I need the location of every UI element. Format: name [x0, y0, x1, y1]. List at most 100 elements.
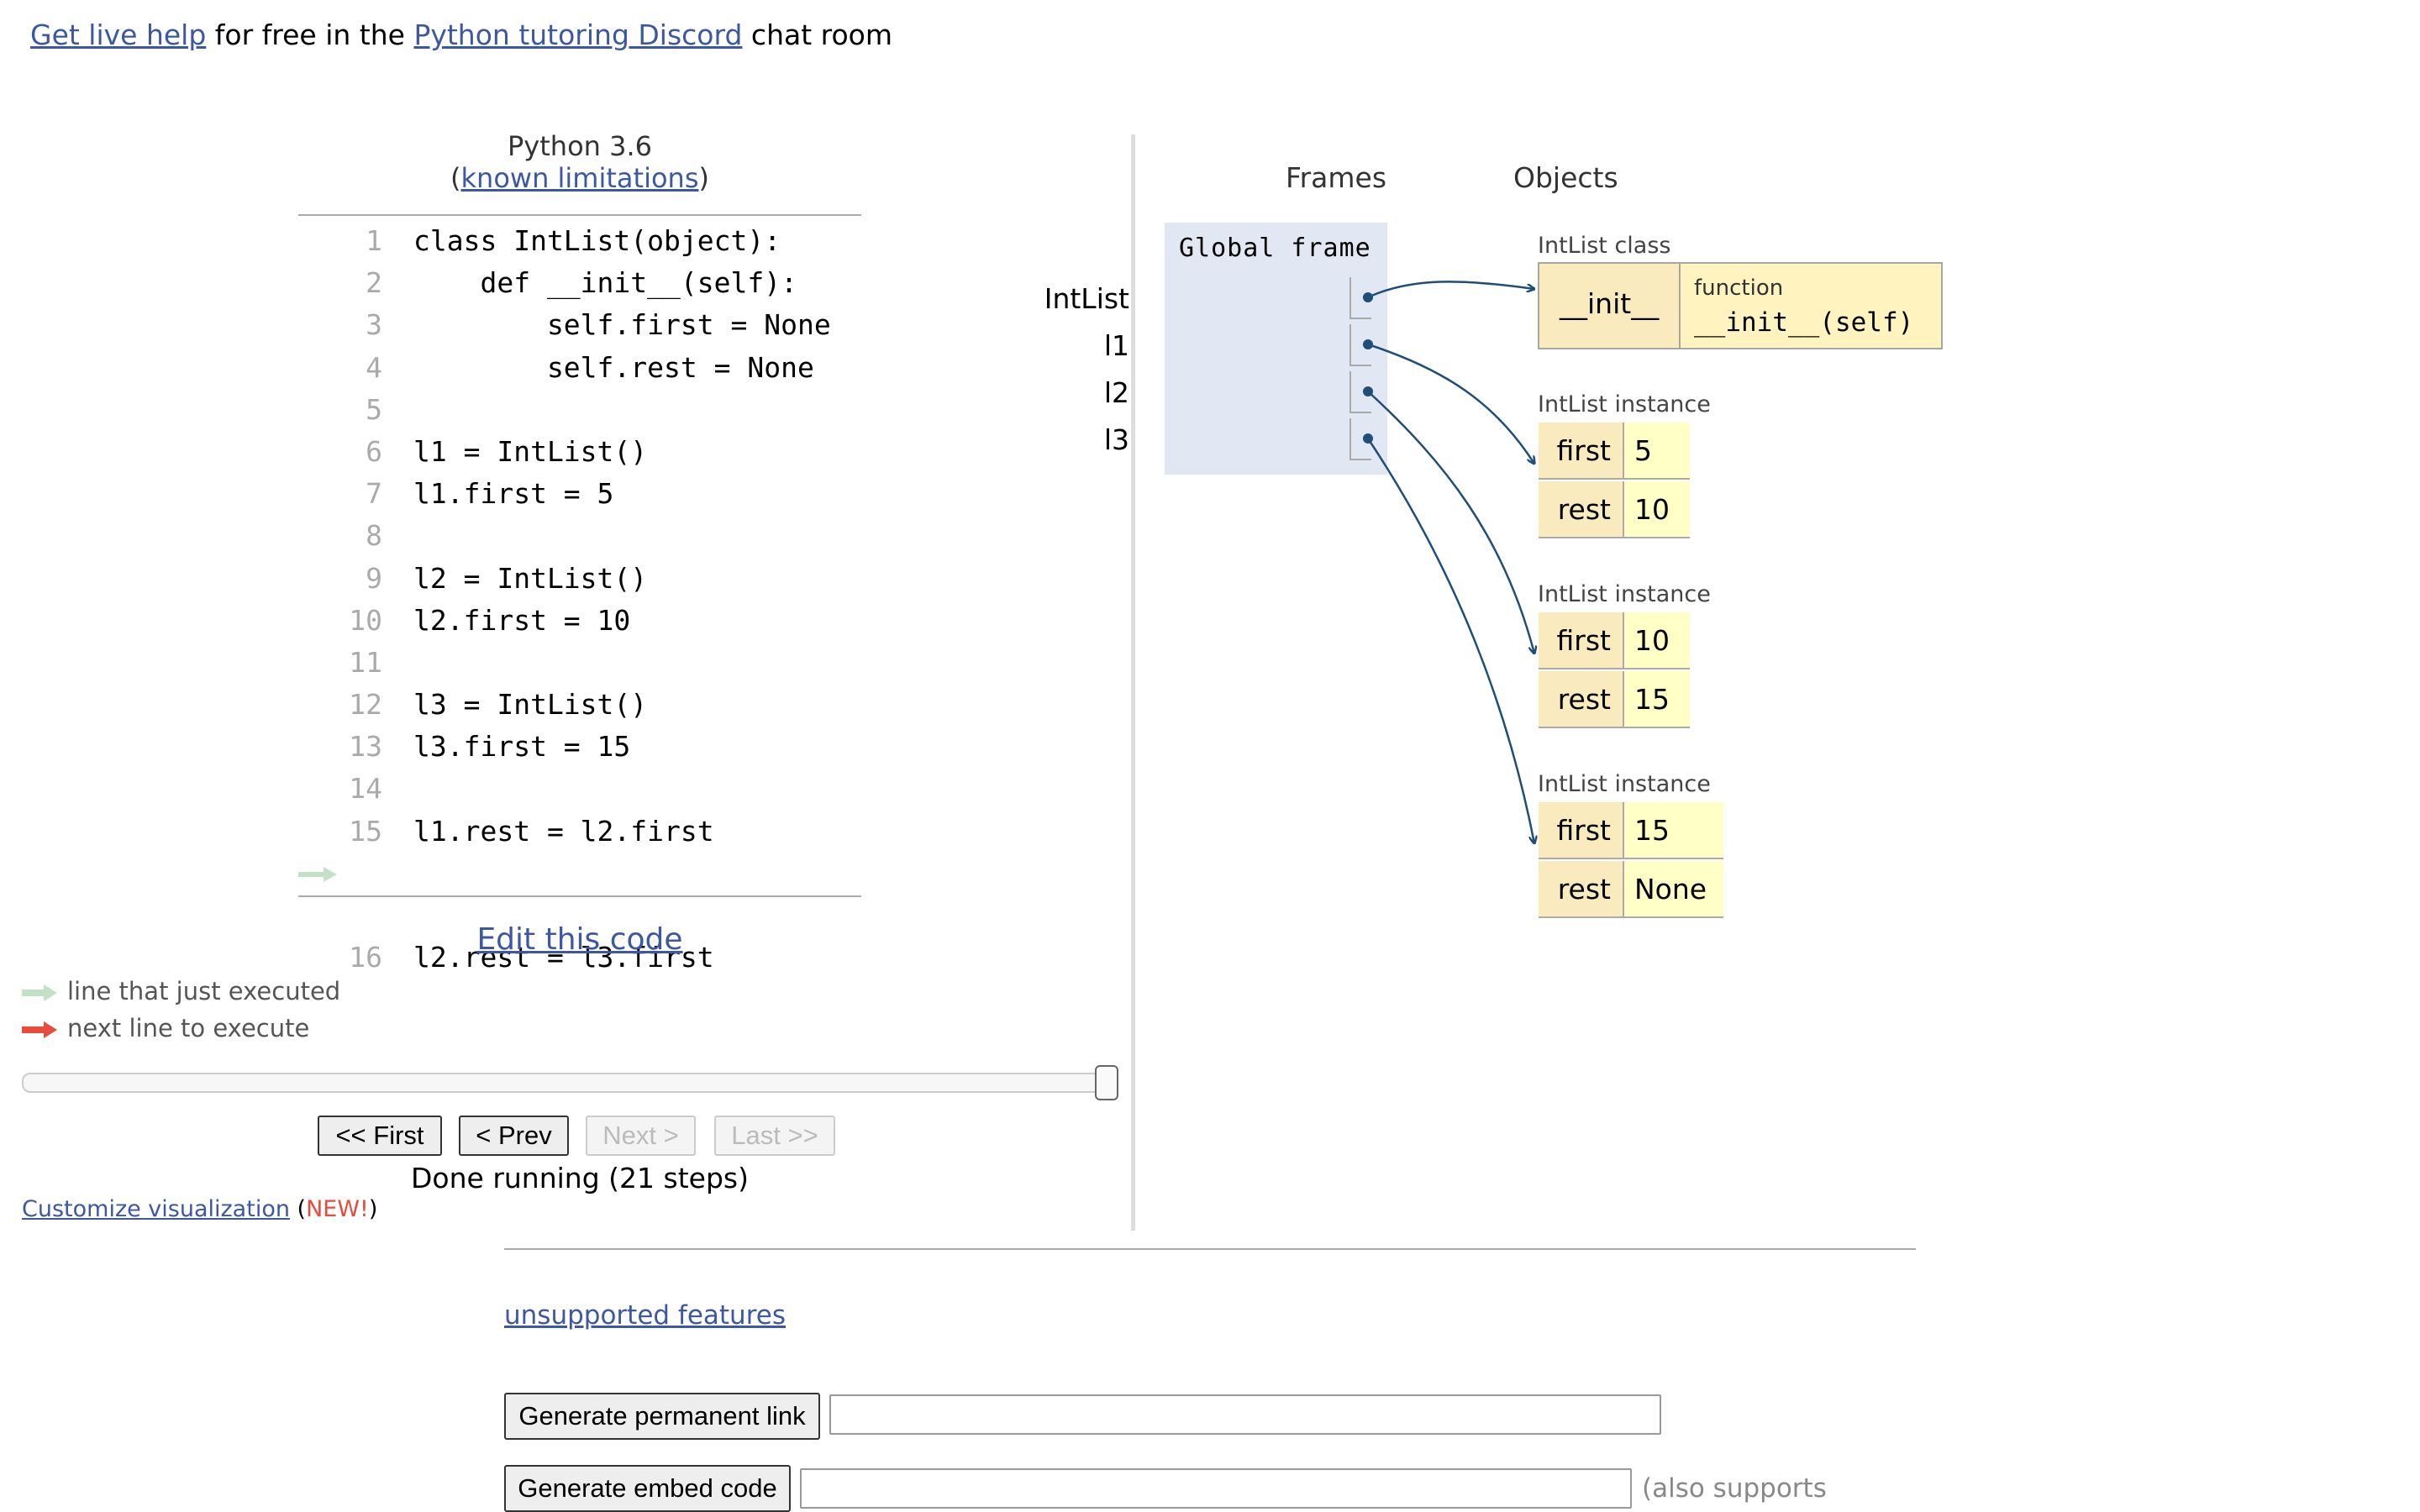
attr-value: 10 — [1623, 612, 1690, 669]
line-code: l2 = IntList() — [413, 561, 648, 595]
code-line-5: 5 — [298, 389, 861, 431]
code-top-rule — [298, 214, 861, 216]
help-text-1: for free in the — [206, 18, 414, 51]
edit-code-wrap: Edit this code — [298, 922, 861, 957]
line-number: 5 — [366, 392, 382, 426]
line-code: l1 = IntList() — [413, 434, 648, 468]
line-code: l3 = IntList() — [413, 688, 648, 722]
code-line-12: 12 l3 = IntList() — [298, 684, 861, 726]
attr-value: None — [1623, 861, 1723, 918]
attr-value: 15 — [1623, 671, 1690, 728]
run-status: Done running (21 steps) — [411, 1162, 749, 1194]
customize-visualization-link[interactable]: Customize visualization — [22, 1196, 290, 1222]
code-line-16: 16 l2.rest = l3.first — [298, 853, 861, 974]
instance-1-title: IntList instance — [1538, 391, 1711, 417]
embed-code-field[interactable] — [800, 1468, 1632, 1509]
line-number: 10 — [349, 603, 382, 637]
executed-line-arrow-icon — [298, 866, 337, 882]
legend-executed-label: line that just executed — [67, 977, 341, 1005]
prev-button[interactable]: < Prev — [459, 1116, 569, 1156]
legend-next: next line to execute — [22, 1014, 309, 1042]
step-slider-track[interactable] — [22, 1073, 1118, 1093]
code-line-1: 1 class IntList(object): — [298, 220, 861, 262]
class-object: __init__ function __init__(self) — [1538, 262, 1943, 349]
arrow-l2-to-instance-2 — [1367, 391, 1534, 654]
last-button[interactable]: Last >> — [714, 1116, 835, 1156]
code-line-2: 2 def __init__(self): — [298, 262, 861, 304]
line-code: self.first = None — [413, 308, 831, 342]
generate-permalink-button[interactable]: Generate permanent link — [504, 1393, 820, 1440]
line-code: class IntList(object): — [413, 224, 781, 257]
code-line-11: 11 — [298, 642, 861, 684]
attr-key-rest: rest — [1539, 481, 1623, 538]
customize-line: Customize visualization (NEW!) — [22, 1196, 378, 1222]
also-supports-text: (also supports — [1642, 1473, 1827, 1504]
line-code: def __init__(self): — [413, 266, 797, 300]
first-button[interactable]: << First — [318, 1116, 442, 1156]
line-code: l1.first = 5 — [413, 477, 614, 511]
objects-header: Objects — [1513, 161, 1618, 194]
var-l3: l3 — [1103, 423, 1129, 456]
code-line-6: 6 l1 = IntList() — [298, 431, 861, 473]
arrow-l3-to-instance-3 — [1366, 438, 1534, 843]
attr-value: 10 — [1623, 481, 1690, 538]
step-slider-handle[interactable] — [1095, 1065, 1118, 1100]
discord-link[interactable]: Python tutoring Discord — [413, 18, 743, 51]
code-line-14: 14 — [298, 768, 861, 810]
pointer-dots — [1363, 292, 1373, 444]
var-l2: l2 — [1103, 376, 1129, 409]
red-arrow-icon — [22, 1021, 57, 1038]
instance-3-title: IntList instance — [1538, 771, 1711, 797]
attr-key-first: first — [1539, 802, 1623, 859]
live-help-link[interactable]: Get live help — [30, 18, 207, 51]
next-button[interactable]: Next > — [586, 1116, 696, 1156]
code-bottom-rule — [298, 895, 861, 897]
line-number: 1 — [366, 224, 382, 257]
line-number: 16 — [349, 940, 382, 974]
class-object-title: IntList class — [1538, 233, 1671, 259]
function-kind: function — [1694, 276, 1784, 301]
attr-value: 15 — [1623, 802, 1723, 859]
line-number: 6 — [366, 434, 382, 468]
top-help-line: Get live help for free in the Python tut… — [30, 18, 892, 51]
code-line-9: 9 l2 = IntList() — [298, 558, 861, 600]
line-code: l2.rest = l3.first — [413, 940, 714, 974]
attr-key-first: first — [1539, 423, 1623, 480]
line-number: 8 — [366, 519, 382, 553]
var-slot — [1349, 277, 1371, 319]
code-listing: 1 class IntList(object): 2 def __init__(s… — [298, 220, 861, 974]
line-number: 3 — [366, 308, 382, 342]
arrow-l1-to-instance-1 — [1367, 343, 1534, 464]
language-header: Python 3.6 (known limitations) — [298, 130, 861, 194]
instance-2-title: IntList instance — [1538, 581, 1711, 607]
panel-divider — [1131, 134, 1135, 1231]
known-limitations-link[interactable]: known limitations — [460, 162, 699, 194]
code-line-10: 10 l2.first = 10 — [298, 600, 861, 642]
attr-key-rest: rest — [1539, 861, 1623, 918]
green-arrow-icon — [22, 984, 57, 1001]
code-line-8: 8 — [298, 515, 861, 557]
generate-embed-button[interactable]: Generate embed code — [504, 1465, 791, 1512]
class-method-key — [1539, 264, 1681, 348]
arrow-intlist-to-class — [1367, 281, 1534, 299]
line-number: 11 — [349, 645, 382, 679]
attr-value: 5 — [1623, 423, 1690, 480]
footer-rule — [504, 1248, 1916, 1250]
new-badge: NEW! — [306, 1196, 369, 1222]
permalink-field[interactable] — [829, 1394, 1661, 1435]
frames-header: Frames — [1286, 161, 1387, 194]
line-number: 12 — [349, 688, 382, 722]
edit-code-link[interactable]: Edit this code — [476, 922, 683, 957]
help-text-2: chat room — [742, 18, 893, 51]
line-number: 9 — [366, 561, 382, 595]
line-code: self.rest = None — [413, 350, 814, 384]
unsupported-features-link[interactable]: unsupported features — [504, 1300, 786, 1331]
line-code: l2.first = 10 — [413, 603, 631, 637]
line-code: l1.rest = l2.first — [413, 814, 714, 848]
line-number: 13 — [349, 730, 382, 764]
attr-key-rest: rest — [1539, 671, 1623, 728]
var-slot — [1349, 324, 1371, 366]
